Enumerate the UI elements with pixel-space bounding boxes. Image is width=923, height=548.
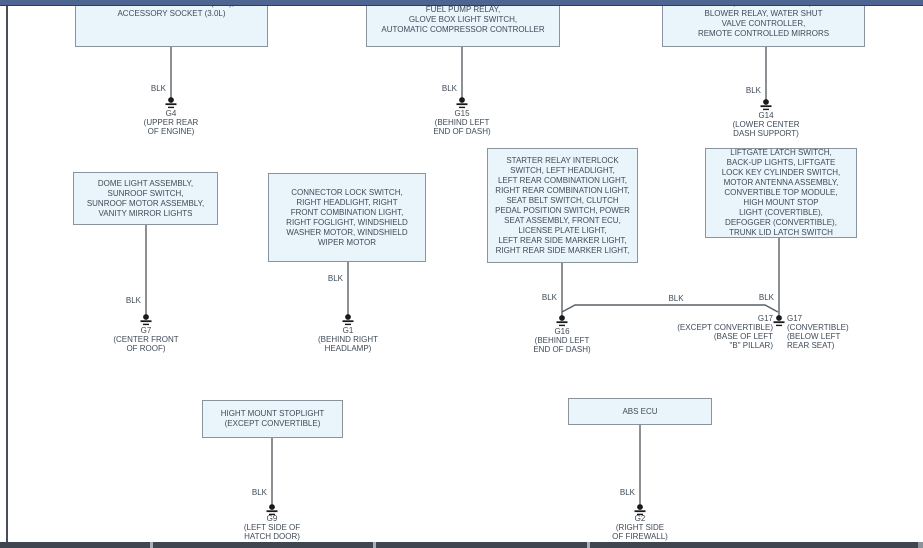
- component-box-g1: CONNECTOR LOCK SWITCH, RIGHT HEADLIGHT, …: [268, 173, 426, 262]
- ground-label-g16: G16 (BEHIND LEFT END OF DASH): [507, 327, 617, 354]
- ground-icon: [140, 314, 152, 326]
- ground-location: (CONVERTIBLE) (BELOW LEFT REAR SEAT): [787, 323, 849, 350]
- component-box-g9: HIGHT MOUNT STOPLIGHT (EXCEPT CONVERTIBL…: [202, 400, 343, 438]
- wire-color-label-g7: BLK: [125, 296, 141, 305]
- wire-color-label-g14: BLK: [745, 86, 761, 95]
- wire-color-label-g16: BLK: [541, 293, 557, 302]
- ground-name: G16: [554, 327, 570, 336]
- ground-label-g17-convertible: G17 (CONVERTIBLE) (BELOW LEFT REAR SEAT): [787, 314, 917, 350]
- ground-location: (UPPER REAR OF ENGINE): [143, 118, 199, 136]
- ground-location: (BEHIND LEFT END OF DASH): [433, 118, 491, 136]
- ground-label-g17-except-convertible: G17 (EXCEPT CONVERTIBLE) (BASE OF LEFT "…: [643, 314, 773, 350]
- ground-icon: [760, 99, 772, 111]
- component-box-g14: ECU, IMMOBILIZER ECU, BLOWER RELAY, WATE…: [662, 0, 865, 47]
- ground-icon: [456, 97, 468, 109]
- left-frame-border: [6, 6, 8, 542]
- wire-color-label-g17: BLK: [758, 293, 774, 302]
- ground-icon: [556, 315, 568, 327]
- ground-label-g2: G2 (RIGHT SIDE OF FIREWALL): [585, 514, 695, 541]
- ground-location: (BEHIND LEFT END OF DASH): [533, 336, 591, 354]
- ground-location: (LEFT SIDE OF HATCH DOOR): [243, 523, 301, 541]
- ground-icon: [773, 315, 785, 327]
- ground-name: G4: [165, 109, 177, 118]
- scrollbar-notch: [587, 542, 590, 548]
- ground-label-g15: G15 (BEHIND LEFT END OF DASH): [407, 109, 517, 136]
- ground-location: (EXCEPT CONVERTIBLE) (BASE OF LEFT "B" P…: [677, 323, 773, 350]
- component-box-g7: DOME LIGHT ASSEMBLY, SUNROOF SWITCH, SUN…: [73, 172, 218, 225]
- scrollbar-notch: [373, 542, 376, 548]
- ground-name: G14: [758, 111, 774, 120]
- wire-color-label-g9: BLK: [251, 488, 267, 497]
- ground-label-g1: G1 (BEHIND RIGHT HEADLAMP): [293, 326, 403, 353]
- ground-icon: [165, 97, 177, 109]
- ground-name: G2: [634, 514, 646, 523]
- wire-color-label-g15: BLK: [441, 84, 457, 93]
- ground-label-g4: G4 (UPPER REAR OF ENGINE): [116, 109, 226, 136]
- component-box-g2: ABS ECU: [568, 398, 712, 425]
- ground-name: G1: [342, 326, 354, 335]
- wire-color-label-g1: BLK: [327, 274, 343, 283]
- wire-color-label-g4: BLK: [150, 84, 166, 93]
- ground-name: G9: [266, 514, 278, 523]
- ground-icon: [266, 504, 278, 516]
- ground-name: G17: [757, 314, 773, 323]
- ground-name: G15: [454, 109, 470, 118]
- ground-location: (CENTER FRONT OF ROOF): [113, 335, 179, 353]
- ground-location: (RIGHT SIDE OF FIREWALL): [612, 523, 668, 541]
- scrollbar-endcap: [918, 542, 923, 548]
- ground-location: (BEHIND RIGHT HEADLAMP): [318, 335, 378, 353]
- ground-label-g9: G9 (LEFT SIDE OF HATCH DOOR): [217, 514, 327, 541]
- horizontal-scrollbar[interactable]: [0, 542, 923, 548]
- component-box-g17: LIFTGATE LATCH SWITCH, BACK-UP LIGHTS, L…: [705, 148, 857, 238]
- component-box-g4: VEHICLE SPEED SENSOR (2.4L), ACCESSORY S…: [75, 0, 268, 47]
- wire-color-label-g2: BLK: [619, 488, 635, 497]
- ground-icon: [634, 504, 646, 516]
- scrollbar-notch: [150, 542, 153, 548]
- ground-name: G7: [140, 326, 152, 335]
- window-top-bar: [0, 0, 923, 6]
- component-box-g15: FUEL PUMP RELAY, GLOVE BOX LIGHT SWITCH,…: [366, 0, 560, 47]
- ground-location: (LOWER CENTER DASH SUPPORT): [732, 120, 800, 138]
- ground-label-g14: G14 (LOWER CENTER DASH SUPPORT): [711, 111, 821, 138]
- component-box-g16: STARTER RELAY INTERLOCK SWITCH, LEFT HEA…: [487, 148, 638, 263]
- ground-name: G17: [787, 314, 803, 323]
- ground-icon: [342, 314, 354, 326]
- wire-junction-branch: [561, 304, 779, 313]
- ground-label-g7: G7 (CENTER FRONT OF ROOF): [91, 326, 201, 353]
- wire-color-label-junction: BLK: [668, 294, 684, 303]
